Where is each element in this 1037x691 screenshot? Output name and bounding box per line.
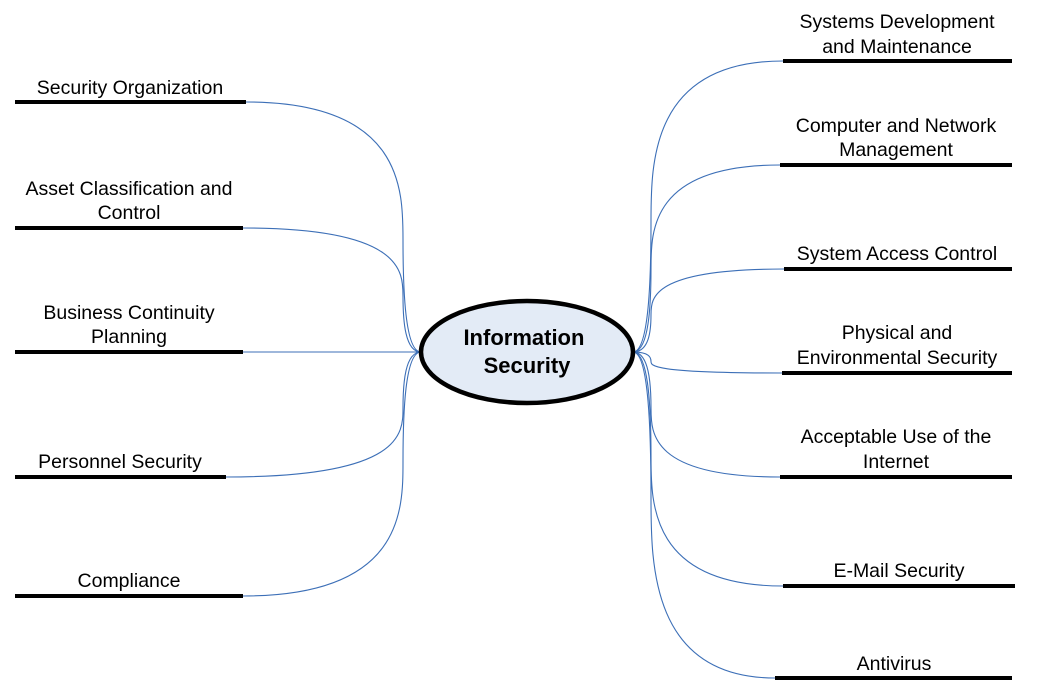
branch-label-line: Security Organization xyxy=(37,77,223,99)
branch-label: Antivirus xyxy=(857,653,932,675)
center-ellipse xyxy=(418,298,636,406)
branch-label-line: Computer and Network xyxy=(796,115,997,137)
branch-security-organization: Security Organization xyxy=(15,77,246,104)
branch-label-line: Environmental Security xyxy=(797,347,998,369)
branch-label-line: and Maintenance xyxy=(822,36,972,58)
branch-systems-development: Systems Development and Maintenance xyxy=(783,11,1012,63)
branch-label-line: Management xyxy=(839,139,953,161)
connector-acceptable-use xyxy=(632,351,781,478)
branch-label: Personnel Security xyxy=(38,451,202,473)
center-label-line: Security xyxy=(484,353,572,378)
center-node: Information Security xyxy=(418,298,636,406)
branch-label: System Access Control xyxy=(797,243,997,265)
connector-system-access-control xyxy=(632,268,785,353)
branch-label: E-Mail Security xyxy=(833,560,964,582)
branch-label: Security Organization xyxy=(37,77,223,99)
branch-label-line: Antivirus xyxy=(857,653,932,675)
connectors xyxy=(225,60,785,679)
branch-label-line: Personnel Security xyxy=(38,451,202,473)
branch-email-security: E-Mail Security xyxy=(783,560,1015,588)
branch-label: Systems Development and Maintenance xyxy=(799,11,995,58)
branch-compliance: Compliance xyxy=(15,570,243,598)
branch-label-line: Internet xyxy=(863,451,930,473)
center-label-line: Information xyxy=(463,325,584,350)
branch-label-line: Asset Classification and xyxy=(25,178,232,200)
branch-label-line: Control xyxy=(98,202,161,224)
branch-label-line: Compliance xyxy=(78,570,181,592)
connector-compliance xyxy=(242,351,422,597)
branch-antivirus: Antivirus xyxy=(775,653,1012,680)
branch-label-line: Planning xyxy=(91,326,167,348)
branch-label-line: E-Mail Security xyxy=(833,560,964,582)
branch-system-access-control: System Access Control xyxy=(784,243,1012,271)
center-label: Information Security xyxy=(463,325,590,378)
connector-computer-network-management xyxy=(632,164,781,353)
connector-asset-classification xyxy=(242,227,422,353)
connector-antivirus xyxy=(632,351,776,679)
connector-security-organization xyxy=(245,101,422,353)
branch-label: Compliance xyxy=(78,570,181,592)
branch-label-line: Systems Development xyxy=(799,11,995,33)
branch-label-line: Business Continuity xyxy=(43,302,215,324)
connector-systems-development xyxy=(632,60,784,353)
connector-physical-environmental xyxy=(632,351,783,374)
branch-label-line: Physical and xyxy=(842,322,953,344)
branch-label-line: Acceptable Use of the xyxy=(801,426,992,448)
branch-personnel-security: Personnel Security xyxy=(15,451,226,479)
branch-label-line: System Access Control xyxy=(797,243,997,265)
connector-email-security xyxy=(632,351,784,587)
connector-personnel-security xyxy=(225,351,422,478)
